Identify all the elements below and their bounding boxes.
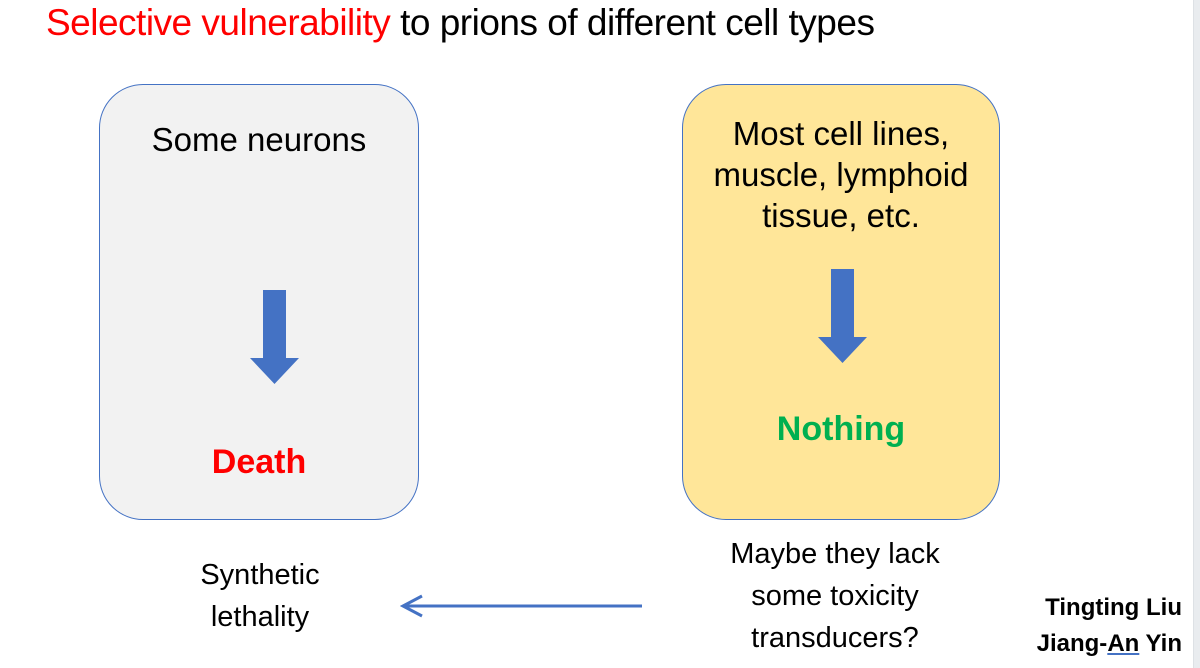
nothing-label: Nothing [776, 410, 906, 448]
author-2-prefix: Jiang- [1036, 630, 1108, 657]
author-2-suffix: Yin [1139, 630, 1182, 657]
down-arrow-icon [250, 290, 299, 384]
heading-line: Most cell lines, [732, 115, 950, 152]
synthetic-lethality-note: Synthetic lethality [150, 554, 370, 638]
note-line: Synthetic [200, 559, 320, 591]
author-2-underlined: An [1107, 630, 1140, 657]
heading-line: tissue, etc. [762, 197, 920, 234]
neurons-heading: Some neurons [151, 121, 367, 158]
author-credits: Tingting Liu Jiang-An Yin [1037, 590, 1182, 662]
death-label: Death [211, 443, 307, 481]
note-line: transducers? [751, 622, 919, 654]
note-line: some toxicity [751, 580, 919, 612]
note-line: Maybe they lack [730, 538, 940, 570]
neurons-box: Some neurons Death [99, 84, 419, 520]
author-2: Jiang-An Yin [1037, 626, 1182, 662]
author-1: Tingting Liu [1045, 594, 1182, 621]
right-edge-scrollbar[interactable] [1193, 0, 1200, 668]
note-line: lethality [210, 601, 310, 633]
slide-title: Selective vulnerability to prions of dif… [46, 2, 875, 44]
heading-line: muscle, lymphoid [713, 156, 969, 193]
hypothesis-note: Maybe they lack some toxicity transducer… [680, 533, 990, 659]
down-arrow-icon [818, 269, 867, 363]
title-rest: to prions of different cell types [390, 2, 875, 43]
title-highlight: Selective vulnerability [46, 2, 391, 43]
other-cells-heading: Most cell lines, muscle, lymphoid tissue… [683, 113, 999, 236]
left-arrow-icon [400, 594, 642, 618]
other-cells-box: Most cell lines, muscle, lymphoid tissue… [682, 84, 1000, 520]
